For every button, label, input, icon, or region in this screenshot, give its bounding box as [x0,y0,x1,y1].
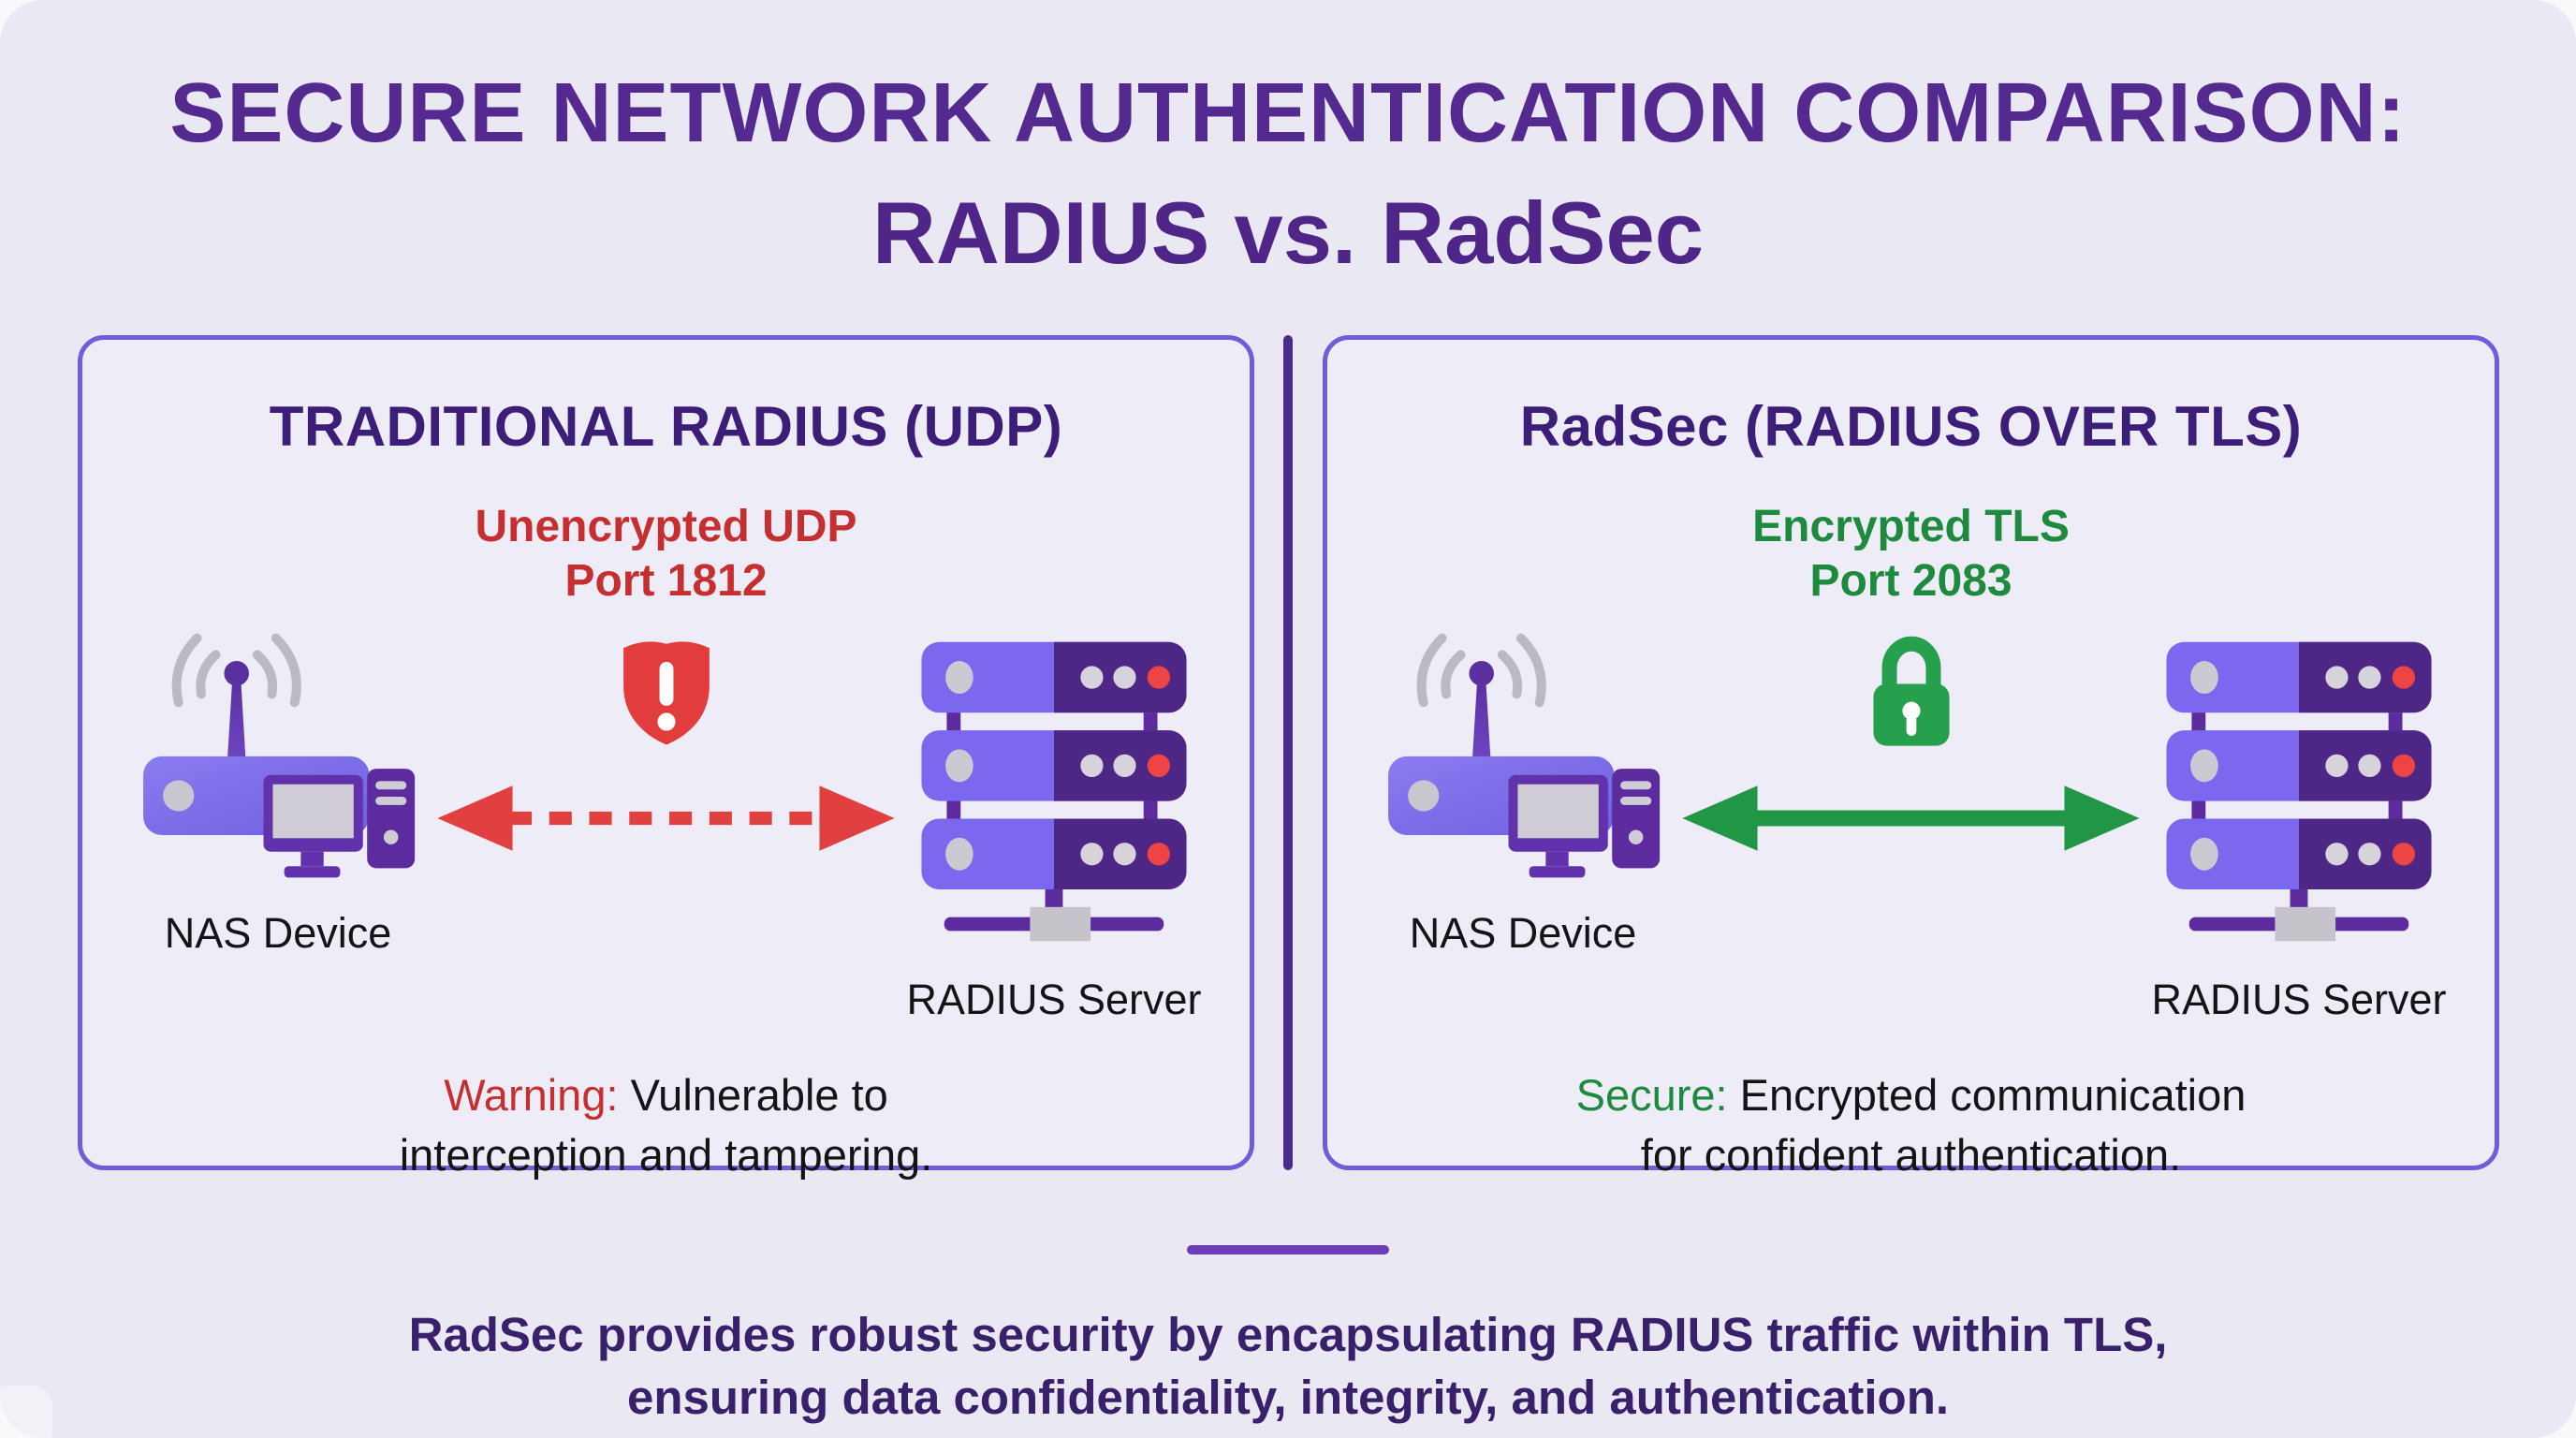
footer-text: RadSec provides robust security by encap… [0,1303,2576,1430]
footer: RadSec provides robust security by encap… [0,1170,2576,1430]
device-label: NAS Device [1409,908,1637,957]
radius-server-icon [2166,641,2432,942]
diagram-row: NAS Device [1327,632,2495,1024]
panel-note: Warning: Vulnerable to interception and … [82,1065,1250,1184]
panel-radsec: RadSec (RADIUS OVER TLS) Encrypted TLS P… [1323,335,2499,1180]
nas-device-icon [1388,633,1661,878]
note-prefix: Secure: [1575,1070,1728,1121]
secure-link-arrow [1682,785,2140,851]
transport-label: Encrypted TLS Port 2083 [1327,500,2495,608]
panel-heading: TRADITIONAL RADIUS (UDP) [269,395,1063,458]
transport-label: Unencrypted UDP Port 1812 [82,500,1250,608]
main-title: SECURE NETWORK AUTHENTICATION COMPARISON… [169,66,2407,160]
radius-server: RADIUS Server [2144,632,2453,1024]
link-center [432,632,900,860]
transport-line2: Port 2083 [1809,555,2012,606]
nas-device: NAS Device [1368,632,1677,958]
note-line1-rest: Vulnerable to [618,1070,888,1121]
link-center [1677,632,2144,860]
transport-line1: Unencrypted UDP [475,502,857,551]
corner-accent [0,1386,52,1438]
lock-icon [1872,637,1950,746]
footer-text-line1: RadSec provides robust security by encap… [408,1308,2168,1361]
footer-text-line2: ensuring data confidentiality, integrity… [626,1371,1950,1425]
insecure-link-arrow [437,785,895,851]
note-line1-rest: Encrypted communication [1727,1070,2247,1121]
warning-shield-icon [622,641,710,745]
diagram-row: NAS Device [82,632,1250,1024]
radius-server-icon [921,641,1187,942]
radius-server: RADIUS Server [900,632,1208,1024]
panel-traditional-radius: TRADITIONAL RADIUS (UDP) Unencrypted UDP… [78,335,1254,1180]
footer-divider [1187,1245,1389,1255]
note-line2: for confident authentication. [1640,1129,2182,1180]
device-label: NAS Device [164,908,392,957]
nas-device-icon [143,633,416,878]
panel-note: Secure: Encrypted communication for conf… [1327,1065,2495,1184]
nas-device: NAS Device [124,632,432,958]
transport-line2: Port 1812 [564,555,768,606]
device-label: RADIUS Server [2151,976,2447,1024]
note-prefix: Warning: [444,1070,619,1121]
main-subtitle: RADIUS vs. RadSec [871,183,1705,282]
note-line2: interception and tampering. [399,1129,933,1180]
transport-line1: Encrypted TLS [1752,502,2070,551]
panel-divider [1283,335,1293,1170]
device-label: RADIUS Server [906,976,1202,1024]
panel-heading: RadSec (RADIUS OVER TLS) [1519,395,2303,458]
